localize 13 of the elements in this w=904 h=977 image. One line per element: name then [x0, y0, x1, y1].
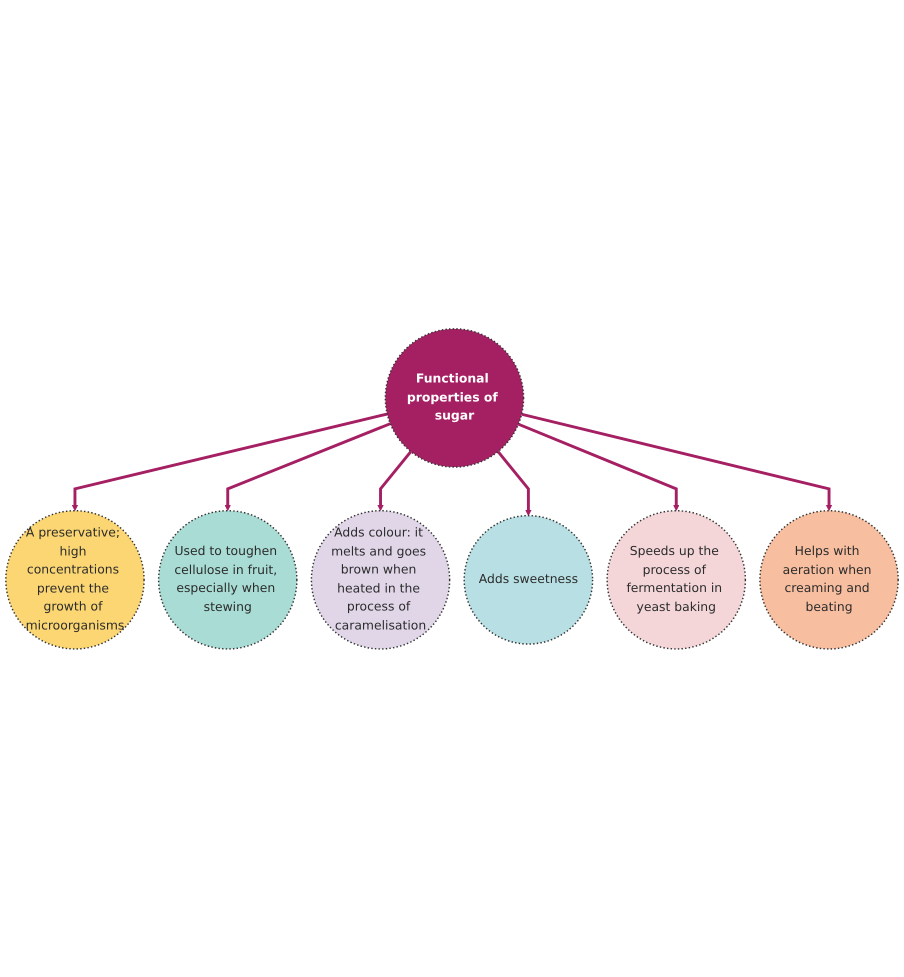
arrow	[521, 412, 832, 511]
node-circle: Speeds up the process of fermentation in yeast baking	[606, 510, 746, 650]
arrow	[377, 450, 412, 511]
node-circle: Helps with aeration when creaming and beating	[759, 510, 899, 650]
arrow	[518, 422, 680, 511]
node-circle: Used to toughen cellulose in fruit, especially when stewing	[158, 510, 298, 650]
node-circle: Adds sweetness	[463, 514, 594, 644]
node-circle: Functional properties of sugar	[384, 328, 524, 468]
node-circle: Adds colour: it melts and goes brown when heated in the process of caramelisation	[310, 510, 450, 650]
arrow	[224, 422, 391, 511]
arrow	[72, 412, 388, 511]
arrow	[496, 450, 532, 516]
node-circle: A preservative; high concentrations prevent the growth of microorganisms	[5, 510, 145, 650]
